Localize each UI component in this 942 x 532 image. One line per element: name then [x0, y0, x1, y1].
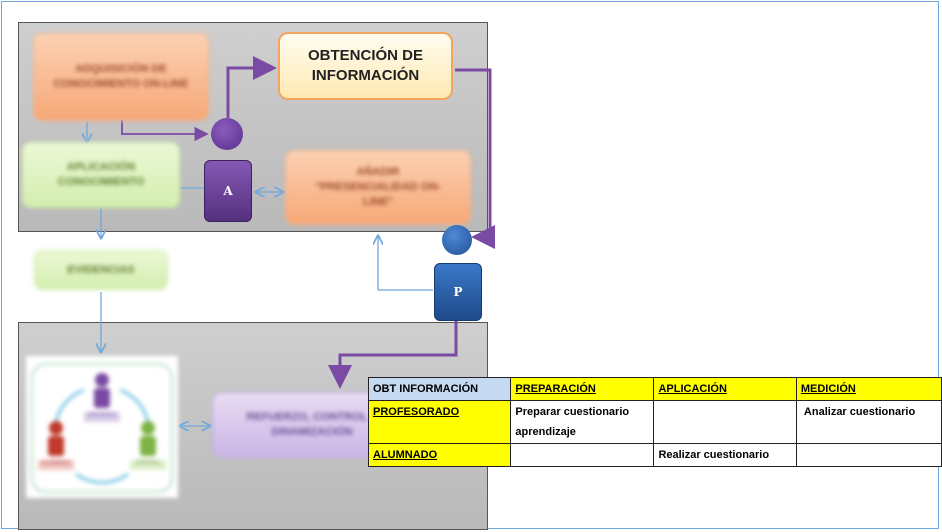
arrow-obtencion-to-p [455, 68, 495, 249]
mini-cycle-right-label: CONTROL [135, 460, 161, 466]
table-header-row: OBT INFORMACIÓN PREPARACIÓN APLICACIÓN M… [367, 377, 942, 401]
cell-profesorado-medicion: Analizar cuestionario [795, 400, 942, 444]
table-row: ALUMNADO Realizar cuestionario [367, 443, 942, 467]
activity-table: OBT INFORMACIÓN PREPARACIÓN APLICACIÓN M… [367, 377, 942, 467]
alumno-body-icon: A [204, 160, 252, 222]
arrow-a-to-obtencion [226, 56, 277, 118]
alumno-head-icon [211, 118, 243, 150]
cell-profesorado-aplicacion [653, 400, 797, 444]
arrow-p-to-top [378, 236, 433, 291]
cell-alumnado-preparacion [510, 443, 655, 467]
header-obt-informacion: OBT INFORMACIÓN [367, 377, 512, 401]
table-row: PROFESORADO Preparar cuestionario aprend… [367, 400, 942, 444]
mini-cycle-top-label: REFUERZO [88, 412, 116, 418]
profesor-head-icon [442, 225, 472, 255]
arrow-p-to-refuerzo [328, 320, 458, 389]
node-obtencion: OBTENCIÓN DE INFORMACIÓN [278, 32, 453, 100]
mini-cycle-left-label: ALUMNADO [41, 460, 71, 466]
header-aplicacion: APLICACIÓN [653, 377, 797, 401]
cell-alumnado-medicion [795, 443, 942, 467]
row-label-profesorado: PROFESORADO [367, 400, 512, 444]
node-anadir: AÑADIR "PRESENCIALIDAD ON-LINE" [285, 150, 471, 225]
mini-cycle-graphic: REFUERZO ALUMNADO CONTROL [26, 356, 178, 498]
arrow-adquisicion-to-a [121, 120, 209, 142]
node-aplicacion: APLICACIÓN CONOCIMIENTO [22, 142, 180, 208]
node-adquisicion: ADQUISICIÓN DE CONOCIMIENTO ON-LINE [33, 33, 209, 121]
header-medicion: MEDICIÓN [795, 377, 942, 401]
profesor-body-icon: P [434, 263, 482, 321]
cell-alumnado-aplicacion: Realizar cuestionario [653, 443, 797, 467]
row-label-alumnado: ALUMNADO [367, 443, 512, 467]
node-evidencias: EVIDENCIAS [34, 250, 168, 290]
cell-profesorado-preparacion: Preparar cuestionario aprendizaje [510, 400, 655, 444]
header-preparacion: PREPARACIÓN [510, 377, 655, 401]
